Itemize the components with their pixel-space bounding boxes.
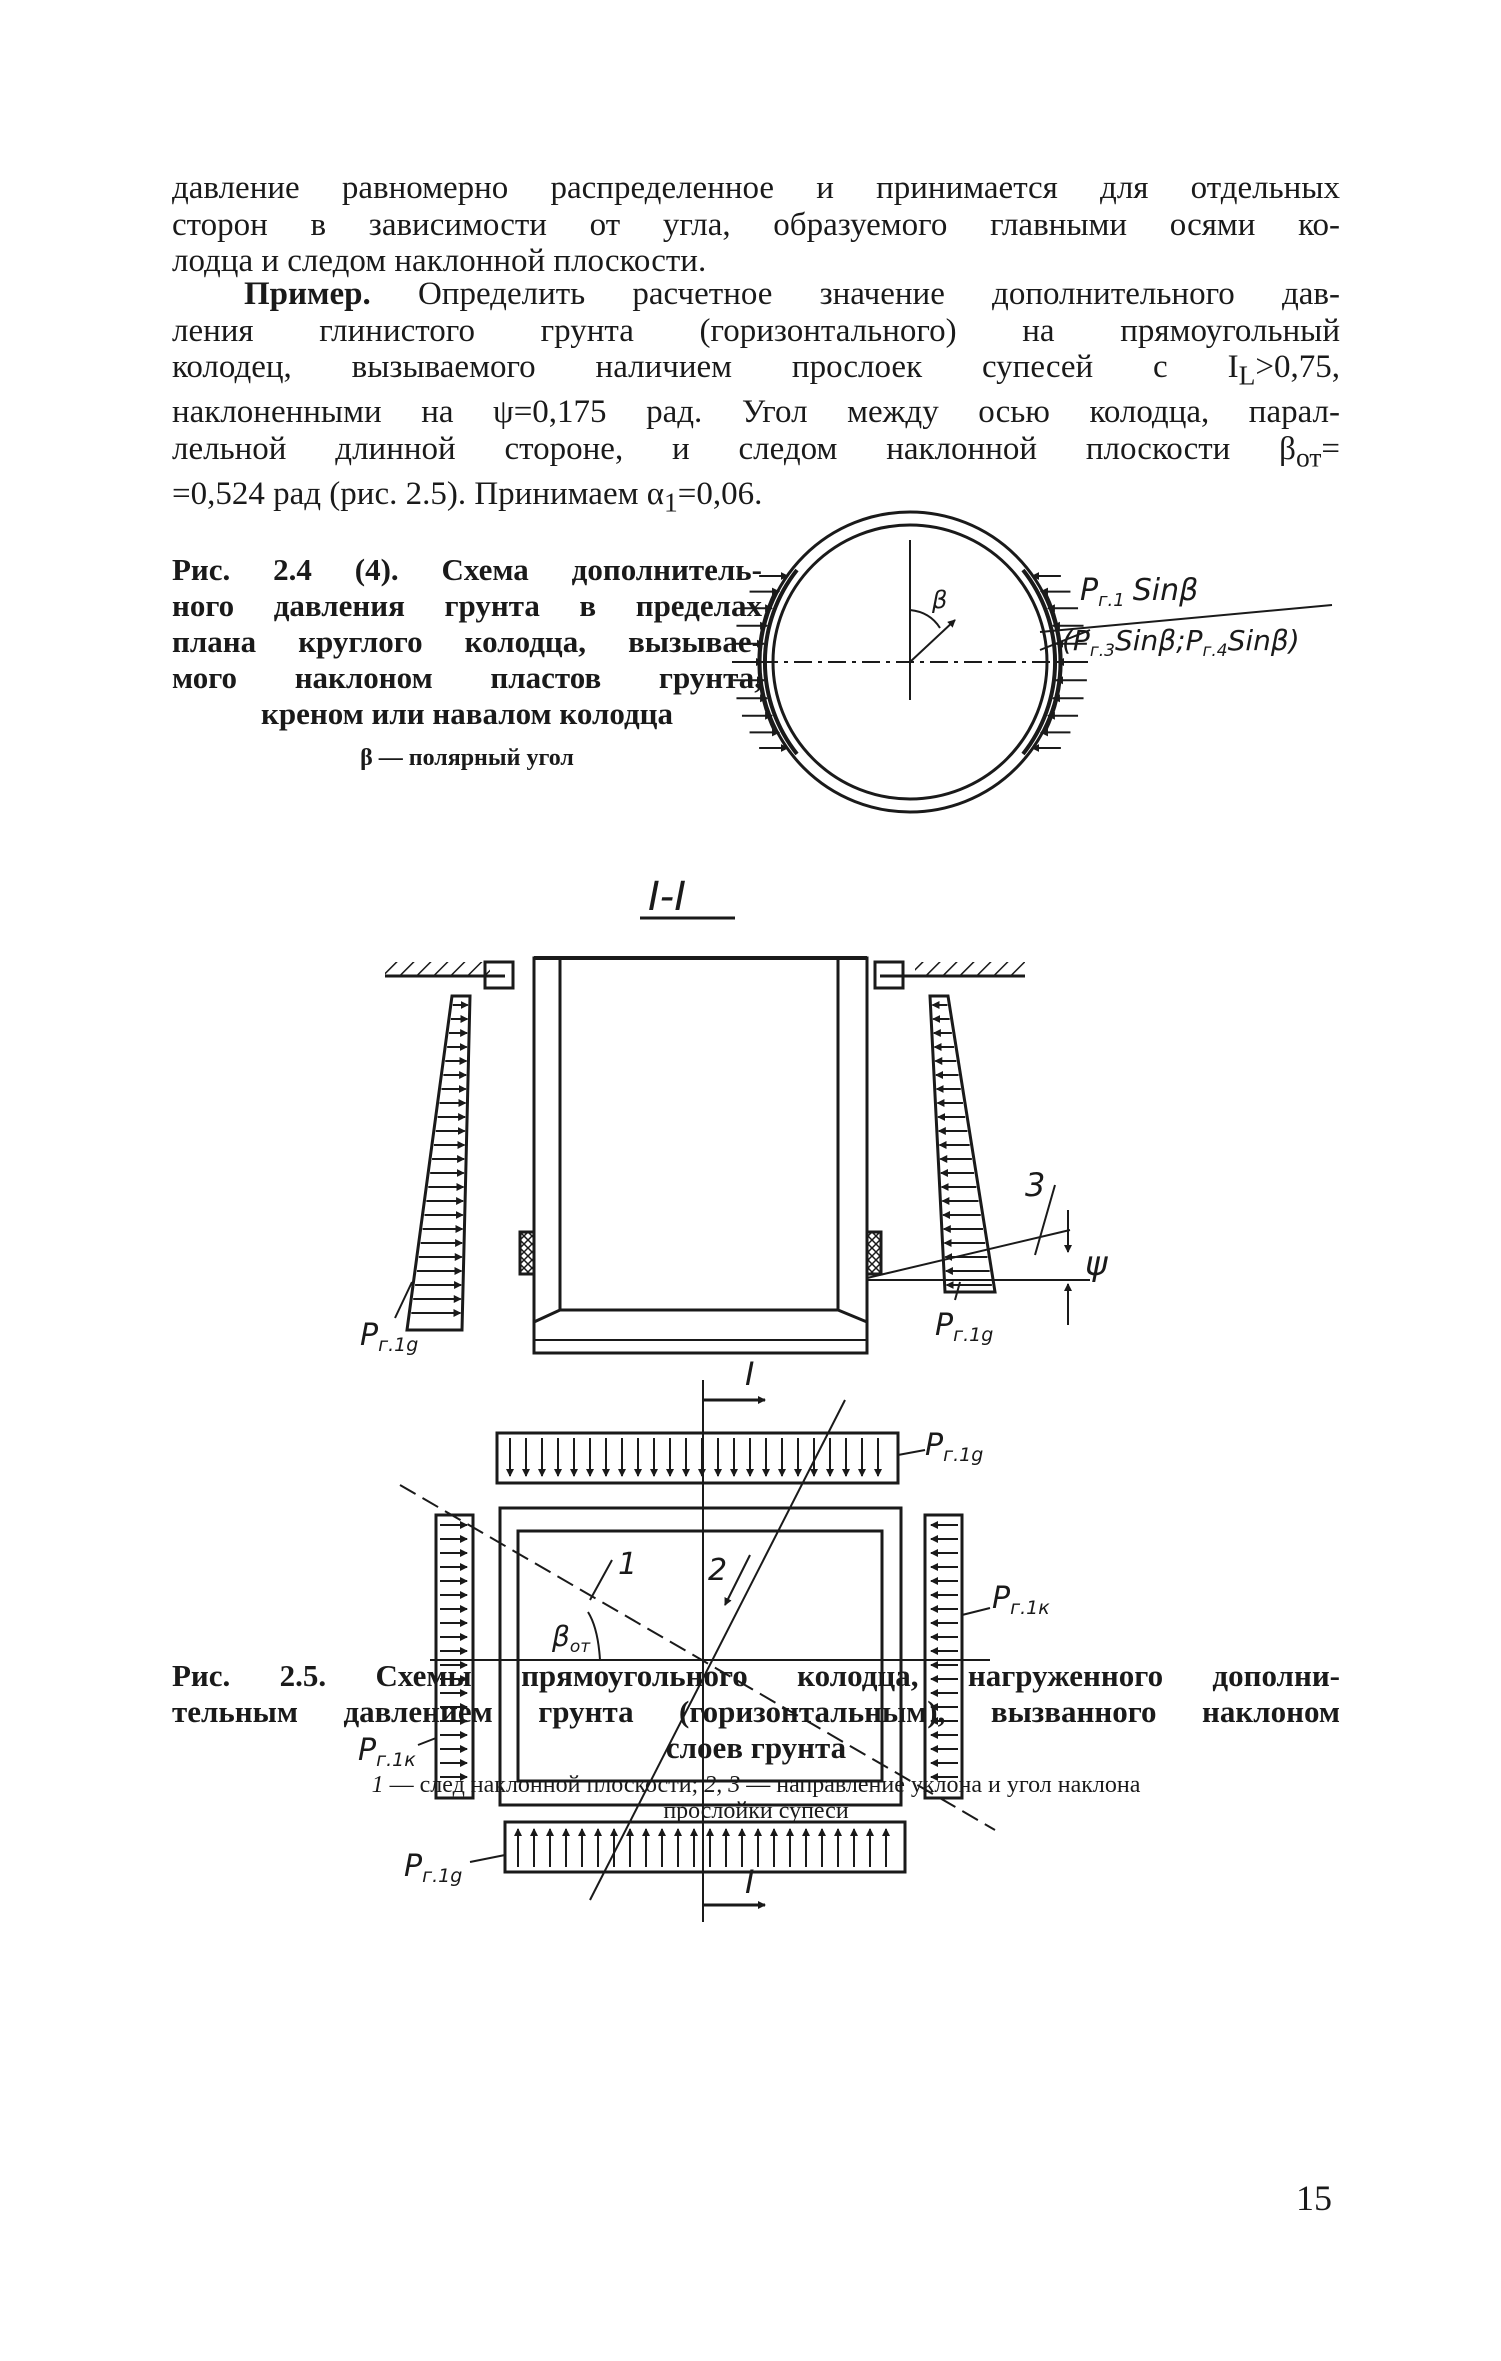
- paragraph-1: давление равномерно распределенное и при…: [172, 170, 1340, 280]
- slope-direction-line: [589, 1399, 846, 1901]
- paragraph-1-line: сторон в зависимости от угла, образуемог…: [172, 206, 1340, 243]
- ground-block-left: [483, 960, 515, 990]
- sandy-loam-layer-right: [865, 1230, 883, 1276]
- figure-2-5-legend: 1 — след наклонной плоскости; 2, 3 — нап…: [371, 1772, 1141, 1824]
- polar-angle-ray: [909, 619, 956, 663]
- figure-2-5-caption: Рис. 2.5. Схемы прямоугольного колодца, …: [172, 1658, 1340, 1824]
- leader-pr1g-top: [897, 1449, 926, 1456]
- label-I-top: I: [745, 1355, 754, 1393]
- well-plan-inner: [516, 1529, 884, 1783]
- paragraph-1-line: лодца и следом наклонной плоскости.: [172, 243, 707, 279]
- label-pr1g-left: Pг.1g: [360, 1318, 418, 1356]
- knife-edge: [532, 1308, 869, 1353]
- leader-pr1k-left: [417, 1737, 437, 1746]
- slope-arrow: [724, 1554, 751, 1606]
- figure-2-5-plan: I I 2 1 βот: [358, 1355, 1050, 1922]
- caption-line: Рис. 2.4 (4). Схема дополнитель-: [172, 552, 762, 587]
- leader-pr1k-right: [961, 1607, 991, 1616]
- beta-symbol: β: [931, 586, 947, 614]
- inclined-plane-trace: [399, 1484, 996, 1831]
- example-lead: Пример.: [244, 276, 371, 312]
- incline-line: [866, 1229, 1071, 1279]
- pressure-arrows-circular: [732, 571, 1088, 753]
- pressure-strip-bottom: [503, 1820, 907, 1874]
- leader-pr1g-bottom: [469, 1854, 506, 1863]
- figure-2-5-section: I-I: [360, 874, 1108, 1356]
- pressure-diagram-left: [405, 994, 472, 1332]
- ground-hatch-left: [385, 962, 490, 976]
- sandy-loam-layer-left: [518, 1230, 536, 1276]
- leader-pr1g-left: [394, 1281, 413, 1319]
- figure-2-4-legend: β — полярный угол: [360, 745, 574, 771]
- page-number: 15: [1296, 2178, 1332, 2218]
- leader-line: [1039, 604, 1333, 633]
- label-bottom: (Pг.3Sinβ;Pг.4Sinβ): [1062, 624, 1300, 661]
- beta-ot-arc: [587, 1611, 601, 1661]
- label-beta-ot: βот: [551, 1620, 591, 1657]
- pressure-strip-left: [434, 1513, 475, 1800]
- caption-line: ного давления грунта в пределах: [172, 588, 762, 623]
- label-pr1g-bottom: Pг.1g: [404, 1849, 462, 1887]
- beta-arc: [909, 609, 941, 629]
- ground-hatch-right: [915, 962, 1025, 976]
- leader-1: [589, 1559, 613, 1601]
- pressure-strip-right: [923, 1513, 964, 1800]
- leader-3: [1034, 1184, 1056, 1256]
- ground-block-right: [873, 960, 905, 990]
- label-1: 1: [618, 1547, 637, 1582]
- paragraph-example-line: Пример. Определить расчетное значение до…: [244, 276, 1340, 312]
- pressure-zone-right: [1021, 568, 1058, 756]
- pressure-arrows-plan: [440, 1438, 958, 1867]
- pressure-strip-top: [495, 1431, 900, 1485]
- caption-line: плана круглого колодца, вызывае-: [172, 624, 762, 659]
- label-pr1k-right: Pг.1к: [992, 1581, 1050, 1619]
- label-I-bottom: I: [745, 1863, 754, 1901]
- pressure-arrows-section: [411, 1001, 992, 1317]
- caption-line: Рис. 2.5. Схемы прямоугольного колодца, …: [172, 1658, 1340, 1693]
- paragraph-example-line: =0,524 рад (рис. 2.5). Принимаем α1=0,06…: [172, 475, 763, 518]
- label-2: 2: [708, 1553, 727, 1588]
- well-plan-outer: [498, 1506, 903, 1807]
- paragraph-example-line: лельной длинной стороне, и следом наклон…: [172, 430, 1340, 473]
- leader-line-2: [1039, 629, 1091, 651]
- section-label: I-I: [648, 874, 686, 920]
- caption-line: мого наклоном пластов грунта,: [172, 660, 762, 695]
- caption-line: тельным давлением грунта (горизонтальным…: [172, 1694, 1340, 1729]
- well-section-outline: [532, 956, 869, 1355]
- label-3: 3: [1025, 1166, 1045, 1204]
- paragraph-example: Пример. Определить расчетное значение до…: [172, 276, 1340, 521]
- caption-line: креном или навалом колодца: [261, 696, 673, 731]
- paragraph-example-line: наклоненными на ψ=0,175 рад. Угол между …: [172, 394, 1340, 431]
- caption-line: слоев грунта: [665, 1730, 847, 1765]
- label-pr1g-right: Pг.1g: [935, 1308, 993, 1346]
- paragraph-example-line: ления глинистого грунта (горизонтального…: [172, 312, 1340, 349]
- figure-2-4-caption: Рис. 2.4 (4). Схема дополнитель- ного да…: [172, 552, 762, 776]
- label-psi: ψ: [1085, 1244, 1108, 1284]
- label-pr1g-top: Pг.1g: [925, 1428, 983, 1466]
- paragraph-example-line: колодец, вызываемого наличием прослоек с…: [172, 349, 1340, 391]
- pressure-diagram-right: [928, 994, 997, 1294]
- paragraph-1-line: давление равномерно распределенное и при…: [172, 170, 1340, 206]
- label-pr1k-left: Pг.1к: [358, 1733, 416, 1771]
- leader-pr1g-right: [954, 1281, 961, 1301]
